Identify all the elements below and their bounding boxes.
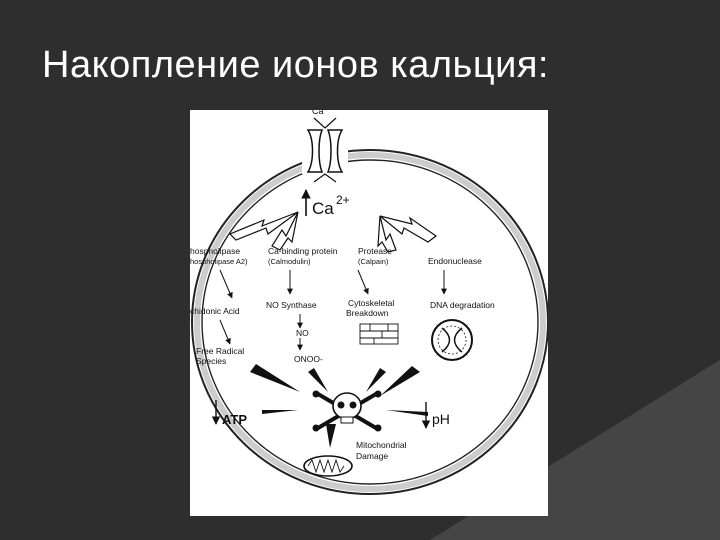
slide-title: Накопление ионов кальция: [42, 44, 549, 86]
atp-label: ATP [222, 412, 247, 427]
mito-label: Mitochondrial [356, 440, 407, 450]
phospholipase-sub-label: hospholipase A2) [190, 257, 248, 266]
ca-main-label: Ca [312, 199, 334, 218]
free-radical-sub-label: Species [196, 356, 226, 366]
ca-binding-label: Ca-binding protein [268, 246, 338, 256]
converging-arrows [250, 364, 428, 448]
calcium-diagram: Ca Ca 2+ hospholipase hospholipase A2) C… [190, 110, 548, 516]
arachidonic-label: chidonic Acid [190, 306, 240, 316]
cytoskeletal-label: Cytoskeletal [348, 298, 394, 308]
no-arrow [219, 314, 303, 351]
no-label: NO [296, 328, 309, 338]
calcium-channel-icon [302, 117, 348, 183]
mito-sub-label: Damage [356, 451, 388, 461]
free-radical-label: Free Radical [196, 346, 244, 356]
skull-crossbones-icon [312, 390, 382, 432]
cytoskeleton-grid-icon [359, 323, 399, 345]
ca-binding-sub-label: (Calmodulin) [268, 257, 311, 266]
right-branch-arrows [377, 215, 438, 253]
ph-label: pH [432, 411, 450, 427]
row1-arrows [219, 269, 447, 299]
nucleus-icon [431, 319, 473, 361]
endonuclease-label: Endonuclease [428, 256, 482, 266]
onoo-label: ONOO- [294, 354, 323, 364]
left-branch-arrows [228, 211, 299, 251]
cytoskeletal-sub-label: Breakdown [346, 308, 389, 318]
dna-degradation-label: DNA degradation [430, 300, 495, 310]
cell-membrane [191, 149, 548, 495]
top-ion-label: Ca [312, 110, 324, 116]
ca-charge-label: 2+ [336, 193, 350, 207]
phospholipase-label: hospholipase [190, 246, 240, 256]
protease-label: Protease [358, 246, 392, 256]
protease-sub-label: (Calpain) [358, 257, 389, 266]
no-synthase-label: NO Synthase [266, 300, 317, 310]
mitochondrion-icon [303, 455, 353, 477]
